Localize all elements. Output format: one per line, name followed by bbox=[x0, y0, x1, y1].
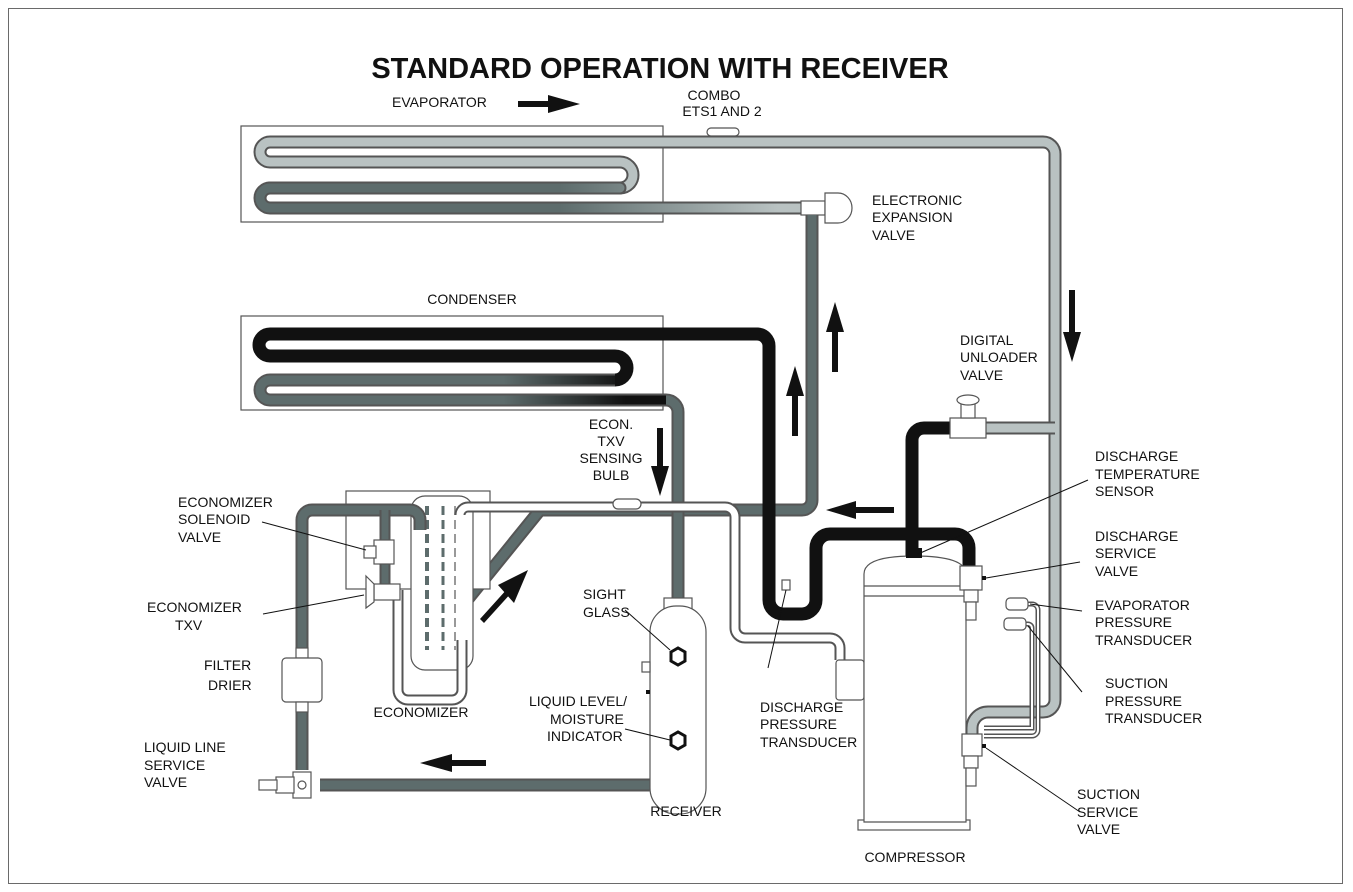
filter-drier bbox=[281, 647, 323, 713]
evaporator-pressure-transducer bbox=[1005, 597, 1029, 611]
label-esv-2: SOLENOID bbox=[178, 511, 250, 527]
label-filter-2: DRIER bbox=[208, 677, 252, 693]
liquid-line-main bbox=[295, 503, 650, 792]
economizer-solenoid-valve bbox=[363, 539, 395, 565]
suction-service-valve bbox=[961, 733, 986, 787]
label-dsv-2: SERVICE bbox=[1095, 545, 1156, 561]
liquid-line-eev bbox=[419, 215, 819, 657]
label-esv-3: VALVE bbox=[178, 529, 221, 545]
label-etxv-1: ECONOMIZER bbox=[147, 599, 242, 615]
condenser bbox=[240, 315, 764, 411]
economizer-vapor-line bbox=[392, 501, 846, 706]
flow-arrows bbox=[420, 95, 1081, 772]
label-dts-2: TEMPERATURE bbox=[1095, 466, 1200, 482]
labels: EVAPORATOR COMBO ETS1 AND 2 ELECTRONIC E… bbox=[144, 87, 1202, 865]
receiver bbox=[641, 597, 707, 815]
label-eev-1: ELECTRONIC bbox=[872, 192, 962, 208]
label-econ-bulb-1: ECON. bbox=[589, 416, 633, 432]
suction-pressure-transducer bbox=[1003, 617, 1027, 631]
digital-unloader-valve bbox=[949, 394, 987, 439]
condenser-outlet-line bbox=[665, 393, 685, 605]
label-sight-1: SIGHT bbox=[583, 586, 626, 602]
discharge-line bbox=[756, 327, 976, 621]
diagram-frame bbox=[8, 8, 1343, 884]
flow-arrow-liquid-left bbox=[420, 754, 486, 772]
label-dpt-3: TRANSDUCER bbox=[760, 734, 857, 750]
label-eev-2: EXPANSION bbox=[872, 209, 953, 225]
label-dpt-1: DISCHARGE bbox=[760, 699, 843, 715]
label-ssv-2: SERVICE bbox=[1077, 804, 1138, 820]
label-llsv-2: SERVICE bbox=[144, 757, 205, 773]
label-ept-3: TRANSDUCER bbox=[1095, 632, 1192, 648]
label-economizer: ECONOMIZER bbox=[374, 704, 469, 720]
liquid-line-service-valve bbox=[258, 771, 312, 799]
label-llmi-2: MOISTURE bbox=[550, 711, 624, 727]
diagram-title: STANDARD OPERATION WITH RECEIVER bbox=[371, 53, 948, 85]
digital-unloader-line bbox=[905, 421, 950, 560]
label-filter-1: FILTER bbox=[204, 657, 251, 673]
label-ept-2: PRESSURE bbox=[1095, 614, 1172, 630]
label-llmi-1: LIQUID LEVEL/ bbox=[529, 693, 627, 709]
label-spt-2: PRESSURE bbox=[1105, 693, 1182, 709]
label-spt-3: TRANSDUCER bbox=[1105, 710, 1202, 726]
discharge-service-valve bbox=[959, 565, 986, 621]
flow-arrow-economizer-diagonal bbox=[480, 570, 528, 623]
label-combo-1: COMBO bbox=[688, 87, 741, 103]
label-llsv-1: LIQUID LINE bbox=[144, 739, 226, 755]
label-dts-1: DISCHARGE bbox=[1095, 448, 1178, 464]
discharge-pressure-transducer bbox=[781, 579, 791, 591]
flow-arrow-discharge-left bbox=[826, 501, 894, 519]
label-sight-2: GLASS bbox=[583, 604, 630, 620]
label-dsv-1: DISCHARGE bbox=[1095, 528, 1178, 544]
combo-ets-sensor bbox=[706, 127, 740, 137]
label-ssv-1: SUCTION bbox=[1077, 786, 1140, 802]
label-combo-2: ETS1 AND 2 bbox=[682, 103, 762, 119]
label-receiver: RECEIVER bbox=[650, 803, 722, 819]
flow-arrow-eev-up-2 bbox=[786, 366, 804, 436]
label-duv-1: DIGITAL bbox=[960, 332, 1014, 348]
leader-lines bbox=[261, 479, 1089, 813]
economizer-txv bbox=[365, 574, 401, 610]
label-econ-bulb-2: TXV bbox=[597, 433, 625, 449]
label-llmi-3: INDICATOR bbox=[547, 728, 623, 744]
label-condenser: CONDENSER bbox=[427, 291, 516, 307]
label-evaporator: EVAPORATOR bbox=[392, 94, 487, 110]
label-compressor: COMPRESSOR bbox=[864, 849, 965, 865]
flow-arrow-suction-down bbox=[1063, 290, 1081, 362]
label-llsv-3: VALVE bbox=[144, 774, 187, 790]
label-esv-1: ECONOMIZER bbox=[178, 494, 273, 510]
label-dpt-2: PRESSURE bbox=[760, 716, 837, 732]
compressor bbox=[857, 548, 971, 831]
econ-txv-sensing-bulb bbox=[612, 498, 642, 510]
label-dts-3: SENSOR bbox=[1095, 483, 1154, 499]
label-duv-2: UNLOADER bbox=[960, 349, 1038, 365]
label-ssv-3: VALVE bbox=[1077, 821, 1120, 837]
suction-line bbox=[663, 135, 1062, 735]
economizer-port-fitting bbox=[835, 659, 865, 701]
label-duv-3: VALVE bbox=[960, 367, 1003, 383]
flow-arrow-evaporator bbox=[518, 95, 580, 113]
label-spt-1: SUCTION bbox=[1105, 675, 1168, 691]
evaporator bbox=[240, 125, 812, 223]
flow-arrow-eev-up-1 bbox=[826, 302, 844, 372]
label-ept-1: EVAPORATOR bbox=[1095, 597, 1190, 613]
label-etxv-2: TXV bbox=[175, 617, 203, 633]
label-econ-bulb-3: SENSING bbox=[579, 450, 642, 466]
label-econ-bulb-4: BULB bbox=[593, 467, 630, 483]
flow-arrow-condenser-down bbox=[651, 428, 669, 496]
label-dsv-3: VALVE bbox=[1095, 563, 1138, 579]
label-eev-3: VALVE bbox=[872, 227, 915, 243]
